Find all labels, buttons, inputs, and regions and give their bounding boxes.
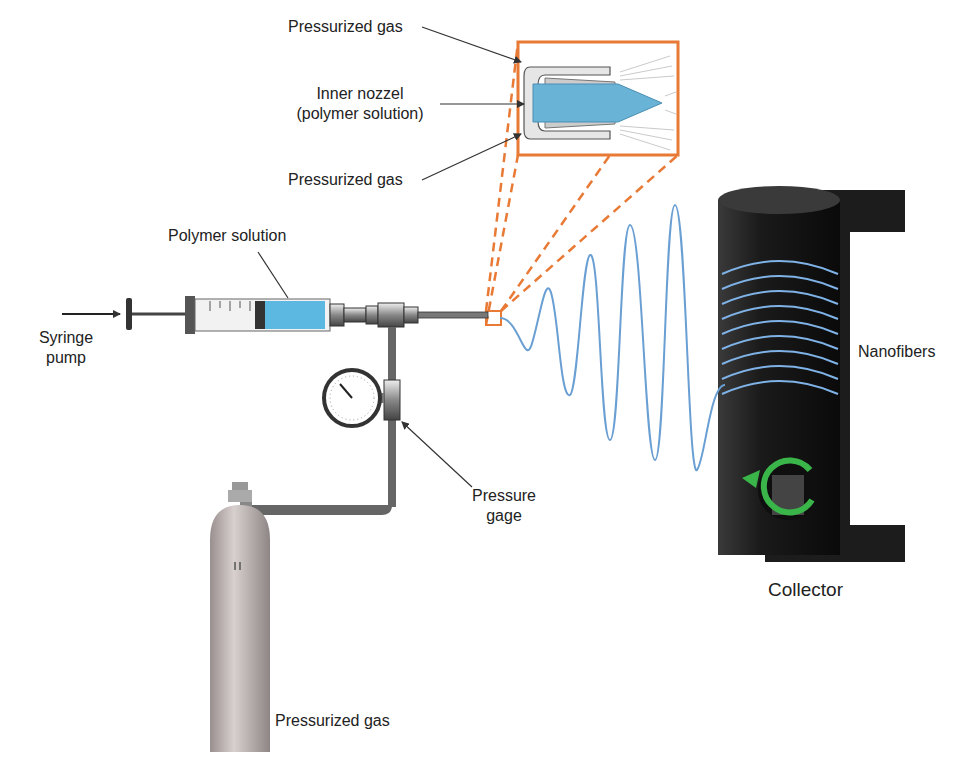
gas-label: Pressurized gas: [288, 170, 403, 190]
gas-label: Pressurized gas: [275, 711, 390, 731]
gas-label: Pressurized gas: [288, 17, 403, 37]
collector-label: Collector: [768, 578, 843, 602]
fibers-label: Nanofibers: [858, 342, 935, 362]
pump-label: Syringe pump: [30, 328, 102, 368]
gauge-label: Pressure gage: [462, 486, 546, 526]
fiber-wrap: [722, 336, 838, 349]
fiber-wrap: [722, 276, 838, 289]
nozzle-label: Inner nozzel (polymer solution): [285, 84, 435, 124]
fiber-wrap: [722, 381, 838, 394]
fiber-wrap: [722, 306, 838, 319]
fiber-wrap: [722, 261, 838, 274]
solution-label: Polymer solution: [168, 226, 286, 246]
fiber-wrap: [722, 351, 838, 364]
fiber-wrap: [722, 321, 838, 334]
fiber-wrap: [722, 366, 838, 379]
fiber-wrap: [722, 291, 838, 304]
